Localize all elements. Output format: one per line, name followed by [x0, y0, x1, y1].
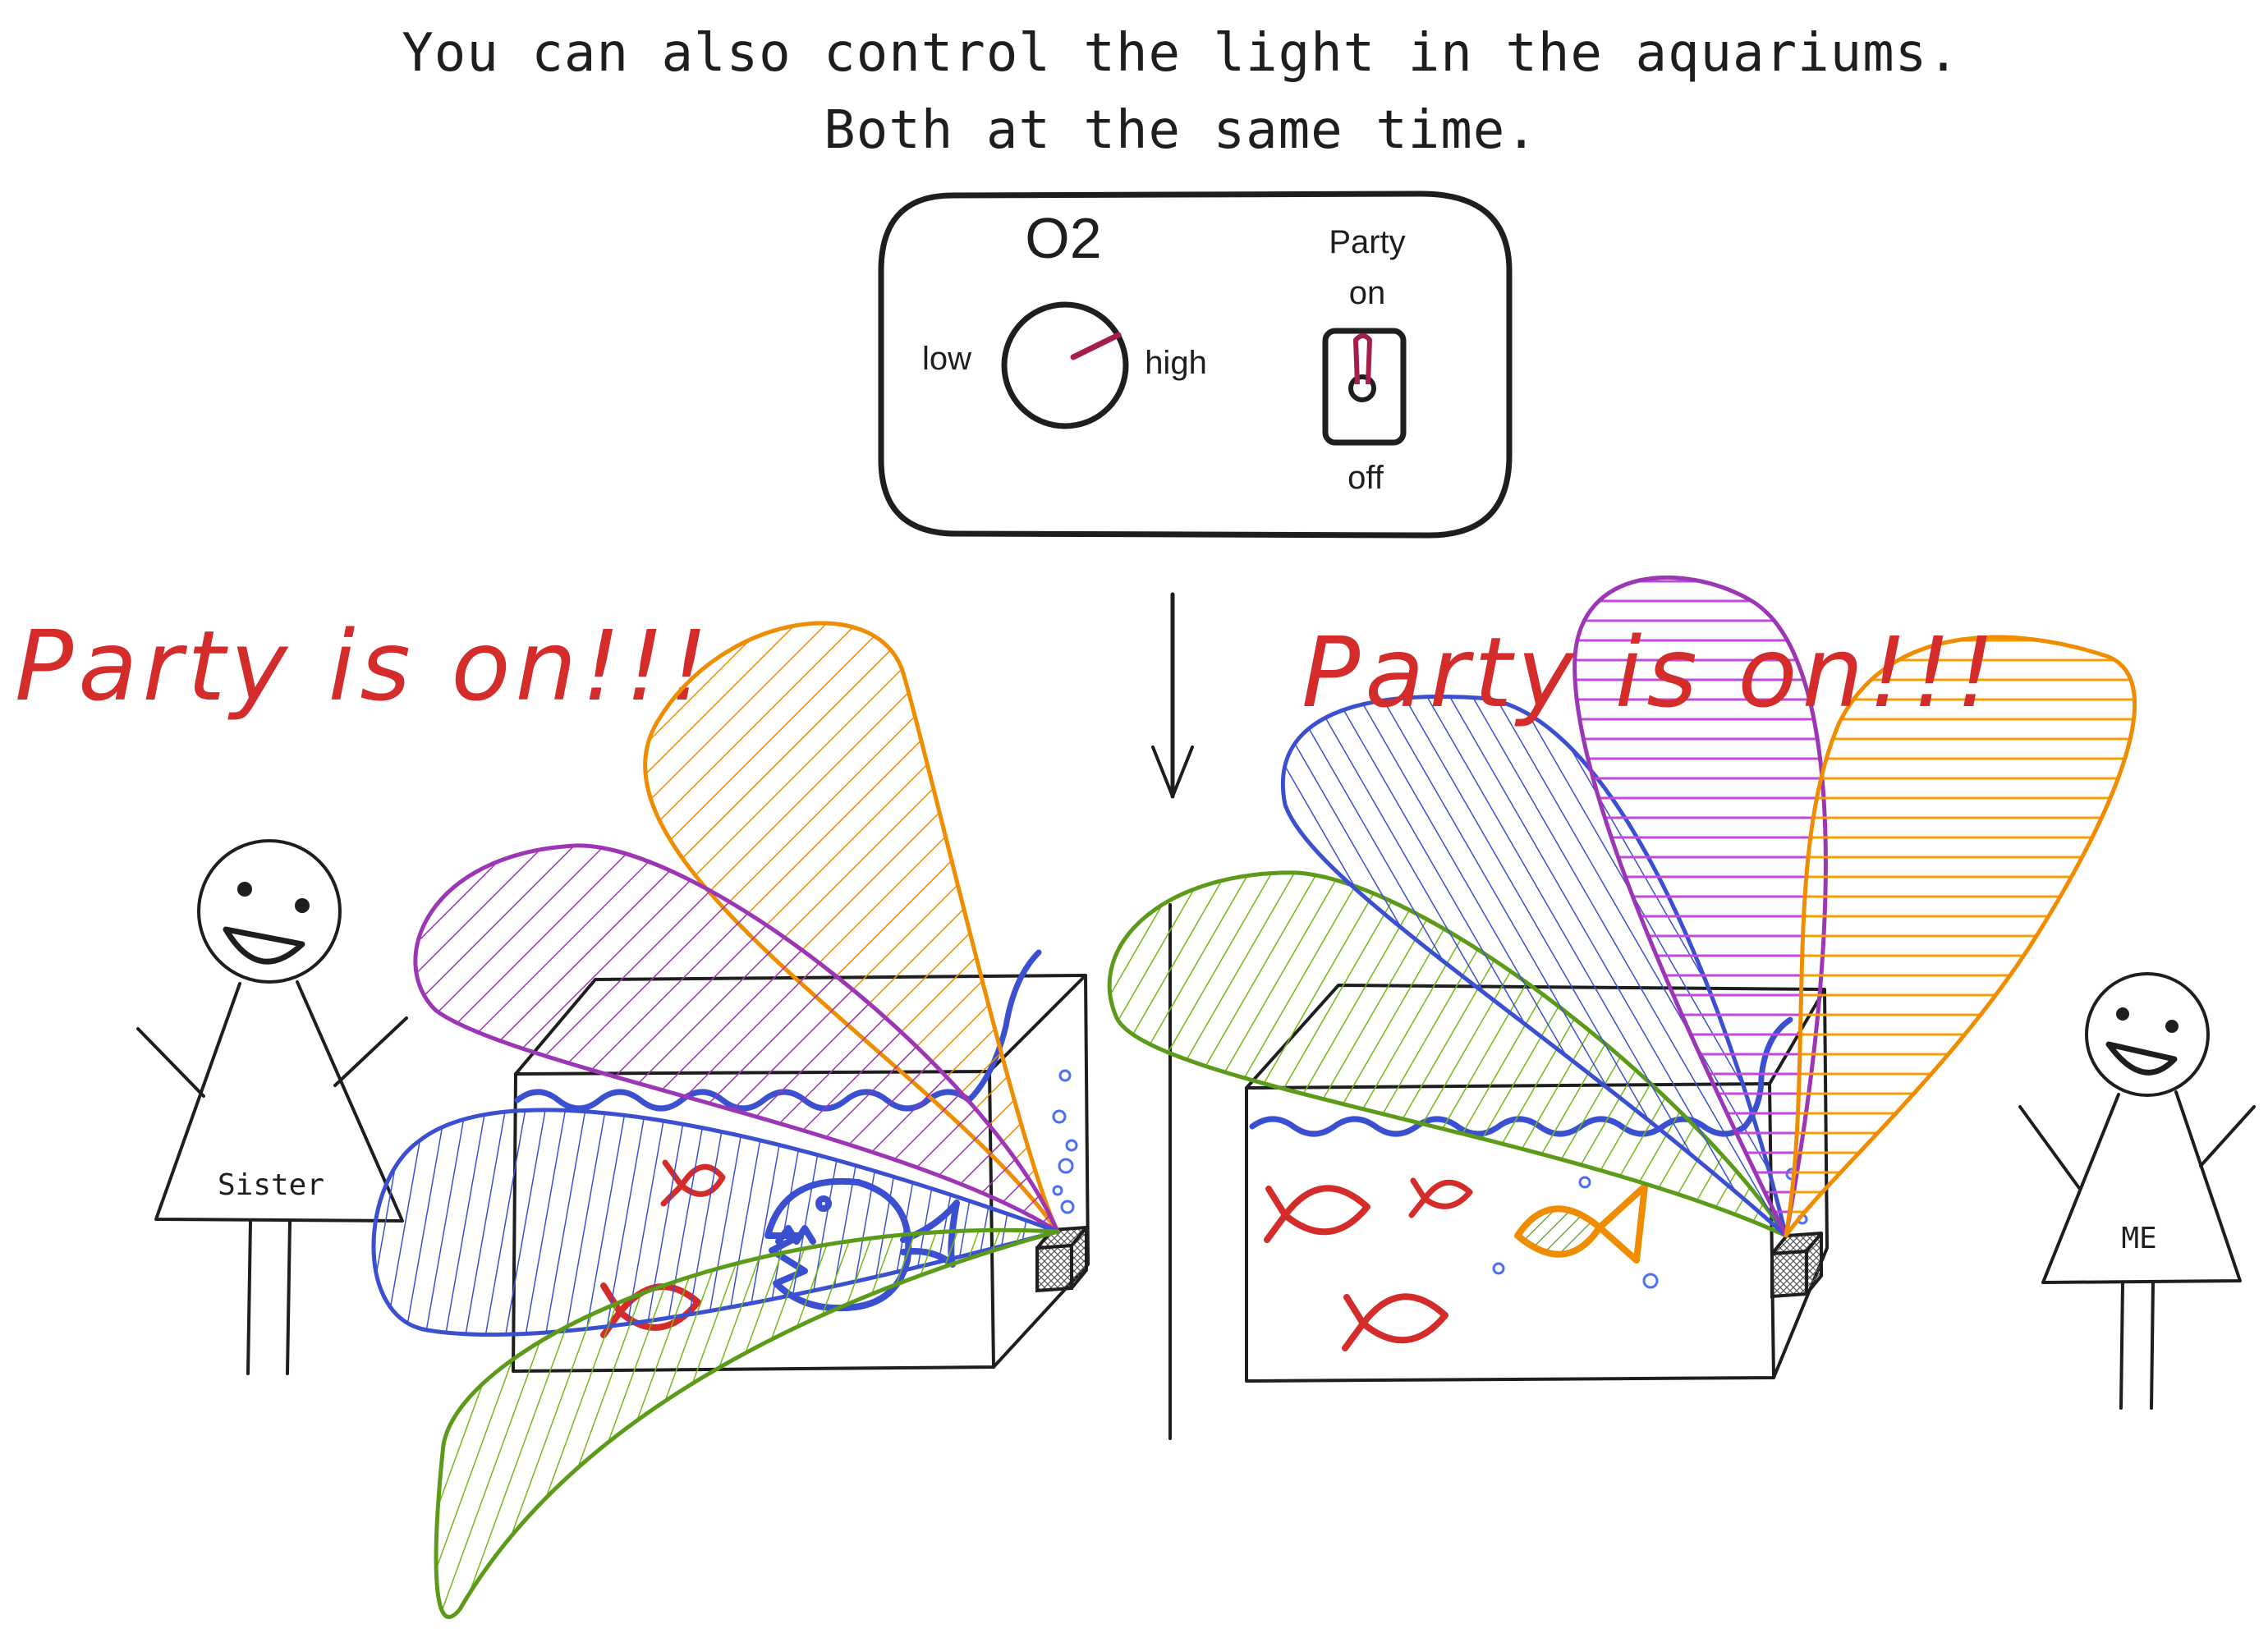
caption-line-1: You can also control the light in the aq… [402, 23, 1960, 84]
down-arrow-head [1151, 746, 1194, 798]
sister-smile [223, 926, 305, 965]
left-beam-green [434, 1227, 1060, 1619]
control-panel: O2 low high Party on off [878, 190, 1513, 539]
me-right-leg [2150, 1282, 2155, 1410]
right-fish-orange [1514, 1205, 1603, 1258]
right-light-beams [1107, 575, 2137, 1238]
knob-low-label: low [922, 341, 971, 377]
left-beam-purple [413, 843, 1060, 1234]
right-fish-red-1 [1264, 1185, 1370, 1243]
right-scene: Party is on!!! ME [1107, 575, 2256, 1410]
knob-high-label: high [1145, 345, 1207, 381]
party-switch-lever [1353, 333, 1372, 385]
me-dress [2041, 1090, 2242, 1284]
left-bubbles [1052, 1069, 1078, 1214]
sister-right-leg [286, 1220, 292, 1375]
left-light-beams [371, 621, 1060, 1619]
right-fish-red-3 [1342, 1293, 1448, 1351]
sister-figure: Sister [136, 839, 408, 1375]
me-smile [2105, 1041, 2178, 1076]
right-fish-red-2 [1408, 1177, 1473, 1218]
party-switch[interactable] [1322, 328, 1407, 446]
party-switch-pivot [1348, 374, 1376, 402]
caption-line-2: Both at the same time. [824, 100, 1538, 161]
control-panel-frame [878, 190, 1513, 539]
left-scene: Party is on!!! Sister [15, 609, 1090, 1619]
me-figure: ME [2018, 972, 2256, 1410]
right-beam-orange [1784, 635, 2137, 1238]
o2-knob[interactable] [1001, 301, 1129, 429]
me-left-eye [2116, 1007, 2129, 1021]
o2-label: O2 [1025, 206, 1101, 270]
switch-off-label: off [1347, 460, 1384, 496]
me-right-arm [2199, 1105, 2256, 1168]
left-party-banner: Party is on!!! [15, 609, 713, 723]
me-left-leg [2119, 1282, 2124, 1410]
left-light-box [1035, 1226, 1088, 1293]
sister-left-eye [237, 882, 252, 897]
right-light-box [1770, 1232, 1823, 1299]
sister-left-leg [246, 1220, 252, 1375]
o2-knob-dial[interactable] [1001, 301, 1129, 429]
o2-knob-pointer [1070, 332, 1122, 360]
party-label: Party [1329, 224, 1405, 260]
sister-head [197, 839, 342, 984]
right-fish-orange-tail [1596, 1183, 1648, 1264]
sister-dress [154, 980, 404, 1223]
party-switch-body[interactable] [1322, 328, 1407, 446]
sister-shirt-label: Sister [218, 1168, 324, 1202]
sister-right-eye [295, 898, 310, 913]
me-left-arm [2018, 1105, 2081, 1190]
me-right-eye [2165, 1020, 2178, 1033]
sister-right-arm [333, 1016, 408, 1087]
right-party-banner: Party is on!!! [1302, 616, 1999, 729]
me-head [2085, 972, 2210, 1097]
me-shirt-label: ME [2121, 1222, 2156, 1255]
switch-on-label: on [1349, 275, 1386, 311]
sister-left-arm [136, 1027, 205, 1098]
